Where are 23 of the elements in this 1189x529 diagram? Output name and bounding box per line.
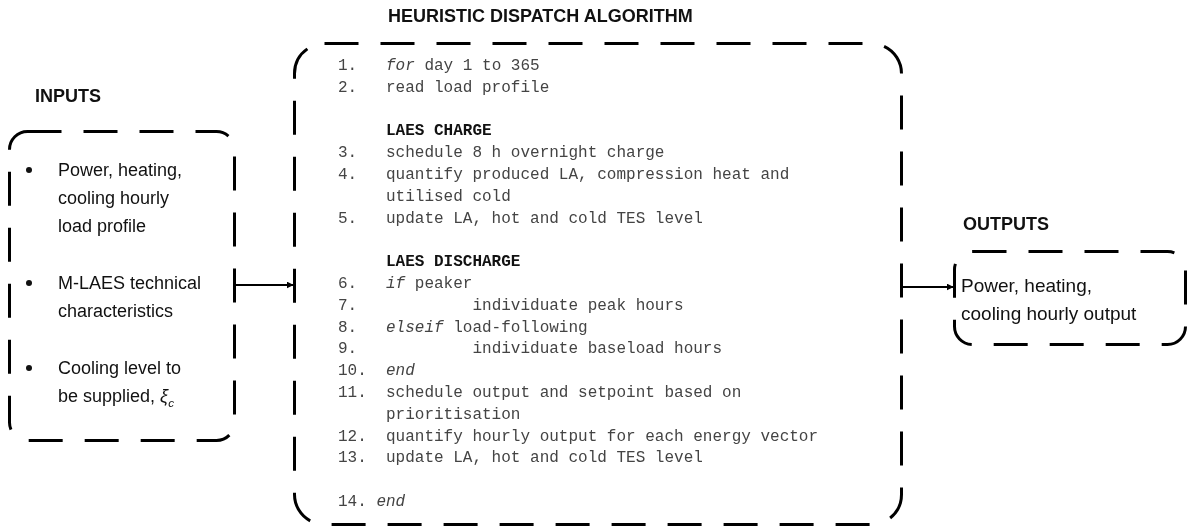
pseudocode-line: 2. read load profile xyxy=(338,77,551,99)
pseudocode-line: 12. quantify hourly output for each energy vector xyxy=(338,426,820,448)
pseudocode-line: 9. individuate baseload hours xyxy=(338,339,724,361)
pseudocode-line: 8. elseif load-following xyxy=(338,317,589,339)
section-heading: LAES CHARGE xyxy=(385,121,493,143)
arrow xyxy=(902,283,954,291)
section-heading: OUTPUTS xyxy=(963,214,1049,235)
section-heading: INPUTS xyxy=(35,86,101,107)
section-heading: HEURISTIC DISPATCH ALGORITHM xyxy=(388,6,693,27)
pseudocode-line: 7. individuate peak hours xyxy=(338,295,685,317)
pseudocode-line: 6. if peaker xyxy=(338,273,474,295)
arrow xyxy=(235,281,294,289)
input-item: Power, heating, cooling hourly load profile xyxy=(58,160,183,236)
pseudocode-line: 10. end xyxy=(338,361,416,383)
pseudocode-line: 3. schedule 8 h overnight charge xyxy=(338,143,666,165)
pseudocode-line: 13. update LA, hot and cold TES level xyxy=(338,448,704,470)
output-text: Power, heating, cooling hourly output xyxy=(961,274,1138,326)
pseudocode-line: 1. for day 1 to 365 xyxy=(338,56,541,77)
input-item: Cooling level to be supplied, ξ$_{c}$ xyxy=(58,358,182,406)
input-item: M-LAES technical characteristics xyxy=(58,273,202,321)
section-heading: LAES DISCHARGE xyxy=(385,252,522,274)
pseudocode-line: 14. end xyxy=(338,491,407,513)
pseudocode-line: 5. update LA, hot and cold TES level xyxy=(338,208,704,230)
